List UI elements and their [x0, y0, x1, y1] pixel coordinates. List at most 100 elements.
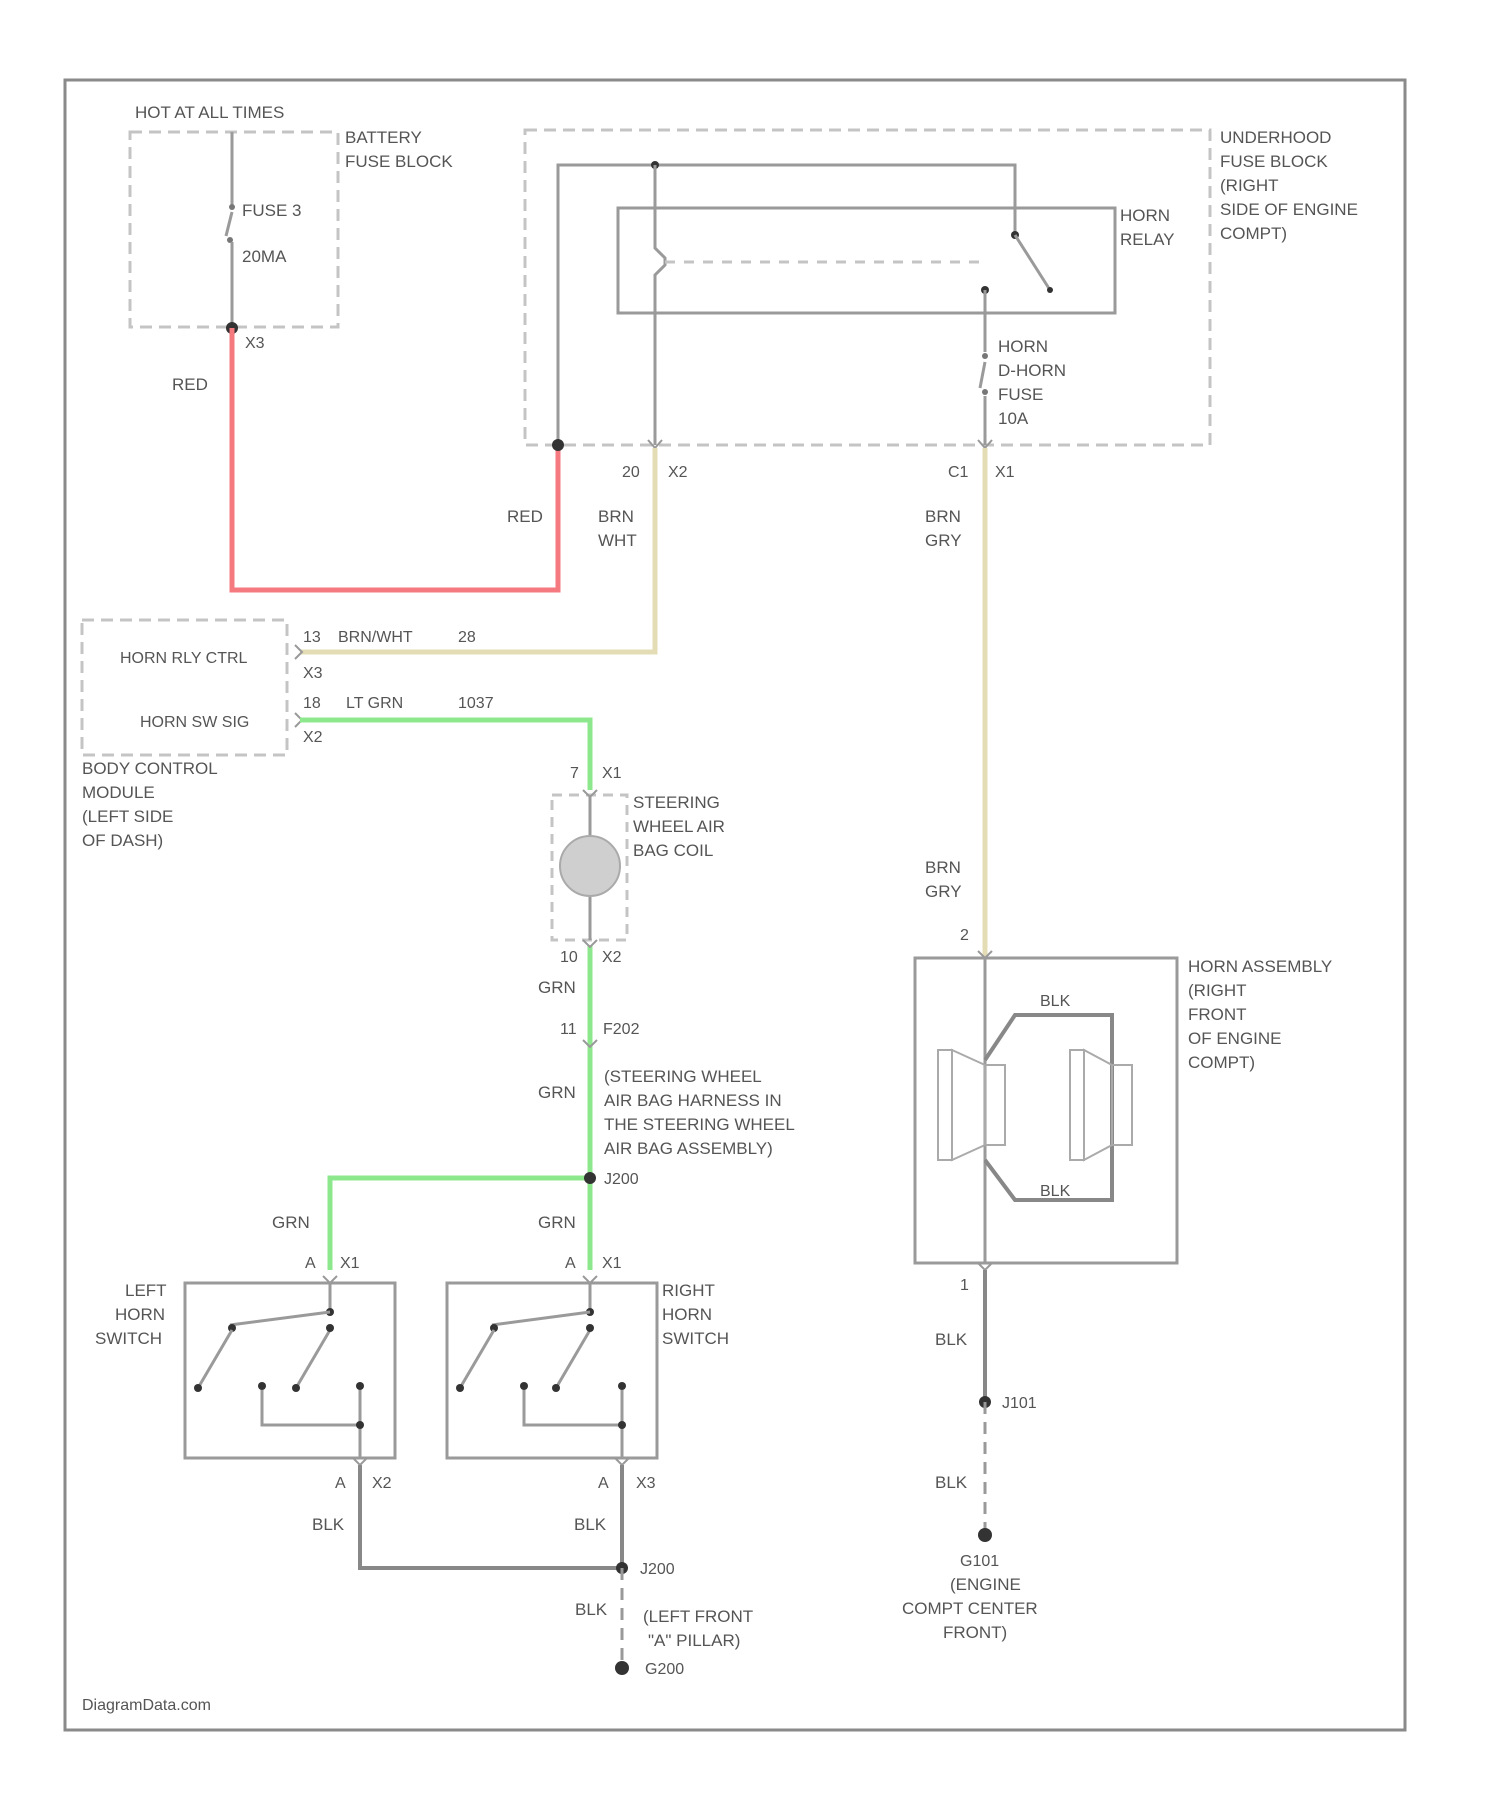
brn-gry-top-label-1: BRN	[925, 507, 961, 526]
left-ground-wiring: BLK BLK J200 BLK (LEFT FRONT "A" PILLAR)…	[312, 1465, 753, 1678]
bottom-splice-label: J200	[640, 1561, 675, 1578]
harness-pin: 11	[560, 1021, 577, 1038]
grn-label-1: GRN	[538, 978, 576, 997]
horn-relay-label-1: HORN	[1120, 206, 1170, 225]
battery-hot-label: HOT AT ALL TIMES	[135, 103, 284, 122]
underhood-pin-left: 20	[622, 464, 640, 481]
left-switch-bottom-conn: X2	[372, 1475, 392, 1492]
underhood-fuse-block-name-4: SIDE OF ENGINE	[1220, 200, 1358, 219]
underhood-conn-right: X1	[995, 464, 1015, 481]
horn-blk-bottom: BLK	[1040, 1183, 1071, 1200]
ground-left-id: G200	[645, 1661, 684, 1678]
steering-wheel-air-bag-coil: 7 X1 STEERING WHEEL AIR BAG COIL 10 X2	[552, 765, 725, 966]
bcm-pin2-circuit: 1037	[458, 695, 494, 712]
blk-right-label: BLK	[574, 1515, 607, 1534]
horn-name-5: COMPT)	[1188, 1053, 1255, 1072]
underhood-fuse-block-name-2: FUSE BLOCK	[1220, 152, 1328, 171]
horn-name-3: FRONT	[1188, 1005, 1247, 1024]
coil-top-pin: 7	[570, 765, 579, 782]
fuse-3-rating: 20MA	[242, 247, 287, 266]
brn-gry-wire: BRN GRY BRN GRY	[925, 448, 985, 958]
ground-right-name-2: COMPT CENTER	[902, 1599, 1038, 1618]
right-switch-top-conn: X1	[602, 1255, 622, 1272]
brn-wht-label-2: WHT	[598, 531, 637, 550]
left-switch-top-conn: X1	[340, 1255, 360, 1272]
horn-name-1: HORN ASSEMBLY	[1188, 957, 1332, 976]
harness-name-2: AIR BAG HARNESS IN	[604, 1091, 782, 1110]
battery-connector-label: X3	[245, 335, 265, 352]
red-wire: RED RED	[172, 328, 558, 590]
right-ground-wiring: BLK J101 BLK G101 (ENGINE COMPT CENTER F…	[902, 1270, 1038, 1642]
brn-wht-label-1: BRN	[598, 507, 634, 526]
horn-relay-label-2: RELAY	[1120, 230, 1175, 249]
right-switch-bottom-pin: A	[598, 1475, 609, 1492]
grn-label-2: GRN	[538, 1083, 576, 1102]
bcm-pin2-conn: X2	[303, 729, 323, 746]
brn-gry-lower-label-2: GRY	[925, 882, 962, 901]
bcm-pin1-wire: BRN/WHT	[338, 629, 413, 646]
harness-name-4: AIR BAG ASSEMBLY)	[604, 1139, 773, 1158]
grn-left-switch-label: GRN	[272, 1213, 310, 1232]
underhood-conn-left: X2	[668, 464, 688, 481]
air-bag-coil-icon	[560, 836, 620, 896]
battery-fuse-block-name: BATTERY	[345, 128, 422, 147]
horn-name-4: OF ENGINE	[1188, 1029, 1282, 1048]
green-wire: GRN GRN GRN GRN	[272, 720, 596, 1270]
bcm-name-4: OF DASH)	[82, 831, 163, 850]
harness-conn: F202	[603, 1021, 640, 1038]
right-switch-top-pin: A	[565, 1255, 576, 1272]
bcm-pin1-circuit: 28	[458, 629, 476, 646]
horn-bottom-pin: 1	[960, 1277, 969, 1294]
coil-name-1: STEERING	[633, 793, 720, 812]
bcm-pin1-conn: X3	[303, 665, 323, 682]
ground-g101-icon	[978, 1528, 992, 1542]
brn-gry-top-label-2: GRY	[925, 531, 962, 550]
bcm-pin1-num: 13	[303, 629, 321, 646]
blk-left-label: BLK	[312, 1515, 345, 1534]
underhood-fuse-block-name-3: (RIGHT	[1220, 176, 1279, 195]
left-switch-name-3: SWITCH	[95, 1329, 162, 1348]
red-wire-label-left: RED	[172, 375, 208, 394]
horn-splice-label: J101	[1002, 1395, 1037, 1412]
grn-right-switch-label: GRN	[538, 1213, 576, 1232]
coil-name-3: BAG COIL	[633, 841, 713, 860]
harness-splice: J200	[604, 1171, 639, 1188]
bcm-pin1-name: HORN RLY CTRL	[120, 650, 248, 667]
ground-left-name-2: "A" PILLAR)	[648, 1631, 740, 1650]
underhood-pin-right: C1	[948, 464, 969, 481]
fuse-3-label: FUSE 3	[242, 201, 302, 220]
coil-name-2: WHEEL AIR	[633, 817, 725, 836]
right-horn-switch: RIGHT HORN SWITCH A X1 A X3	[447, 1255, 729, 1492]
right-switch-bottom-conn: X3	[636, 1475, 656, 1492]
horn-assembly: 2 BLK BLK HORN ASSEMBLY (RIGHT FRONT OF …	[915, 927, 1332, 1294]
right-switch-name-3: SWITCH	[662, 1329, 729, 1348]
horn-blk-label-2: BLK	[935, 1473, 968, 1492]
ground-right-id: G101	[960, 1553, 999, 1570]
red-wire-label-right: RED	[507, 507, 543, 526]
ground-left-name-1: (LEFT FRONT	[643, 1607, 753, 1626]
horn-fuse-label-4: 10A	[998, 409, 1029, 428]
horn-fuse-label-3: FUSE	[998, 385, 1043, 404]
air-bag-harness: 11 F202 (STEERING WHEEL AIR BAG HARNESS …	[560, 1021, 795, 1188]
watermark: DiagramData.com	[82, 1697, 211, 1714]
bcm-name-2: MODULE	[82, 783, 155, 802]
left-switch-bottom-pin: A	[335, 1475, 346, 1492]
left-switch-name-2: HORN	[115, 1305, 165, 1324]
horn-top-pin: 2	[960, 927, 969, 944]
horn-blk-top: BLK	[1040, 993, 1071, 1010]
horn-speaker-left-icon	[938, 1050, 1005, 1160]
underhood-fuse-block-name-1: UNDERHOOD	[1220, 128, 1331, 147]
bcm-pin2-name: HORN SW SIG	[140, 714, 249, 731]
horn-speaker-right-icon	[1070, 1050, 1132, 1160]
horn-name-2: (RIGHT	[1188, 981, 1247, 1000]
coil-bottom-conn: X2	[602, 949, 622, 966]
battery-fuse-block-name-2: FUSE BLOCK	[345, 152, 453, 171]
horn-blk-label-1: BLK	[935, 1330, 968, 1349]
horn-fuse-label-1: HORN	[998, 337, 1048, 356]
right-switch-name-2: HORN	[662, 1305, 712, 1324]
ground-g200-icon	[615, 1661, 629, 1675]
bcm-pin2-num: 18	[303, 695, 321, 712]
blk-ground-label: BLK	[575, 1600, 608, 1619]
left-horn-switch: LEFT HORN SWITCH A X1 A X2	[95, 1255, 395, 1492]
